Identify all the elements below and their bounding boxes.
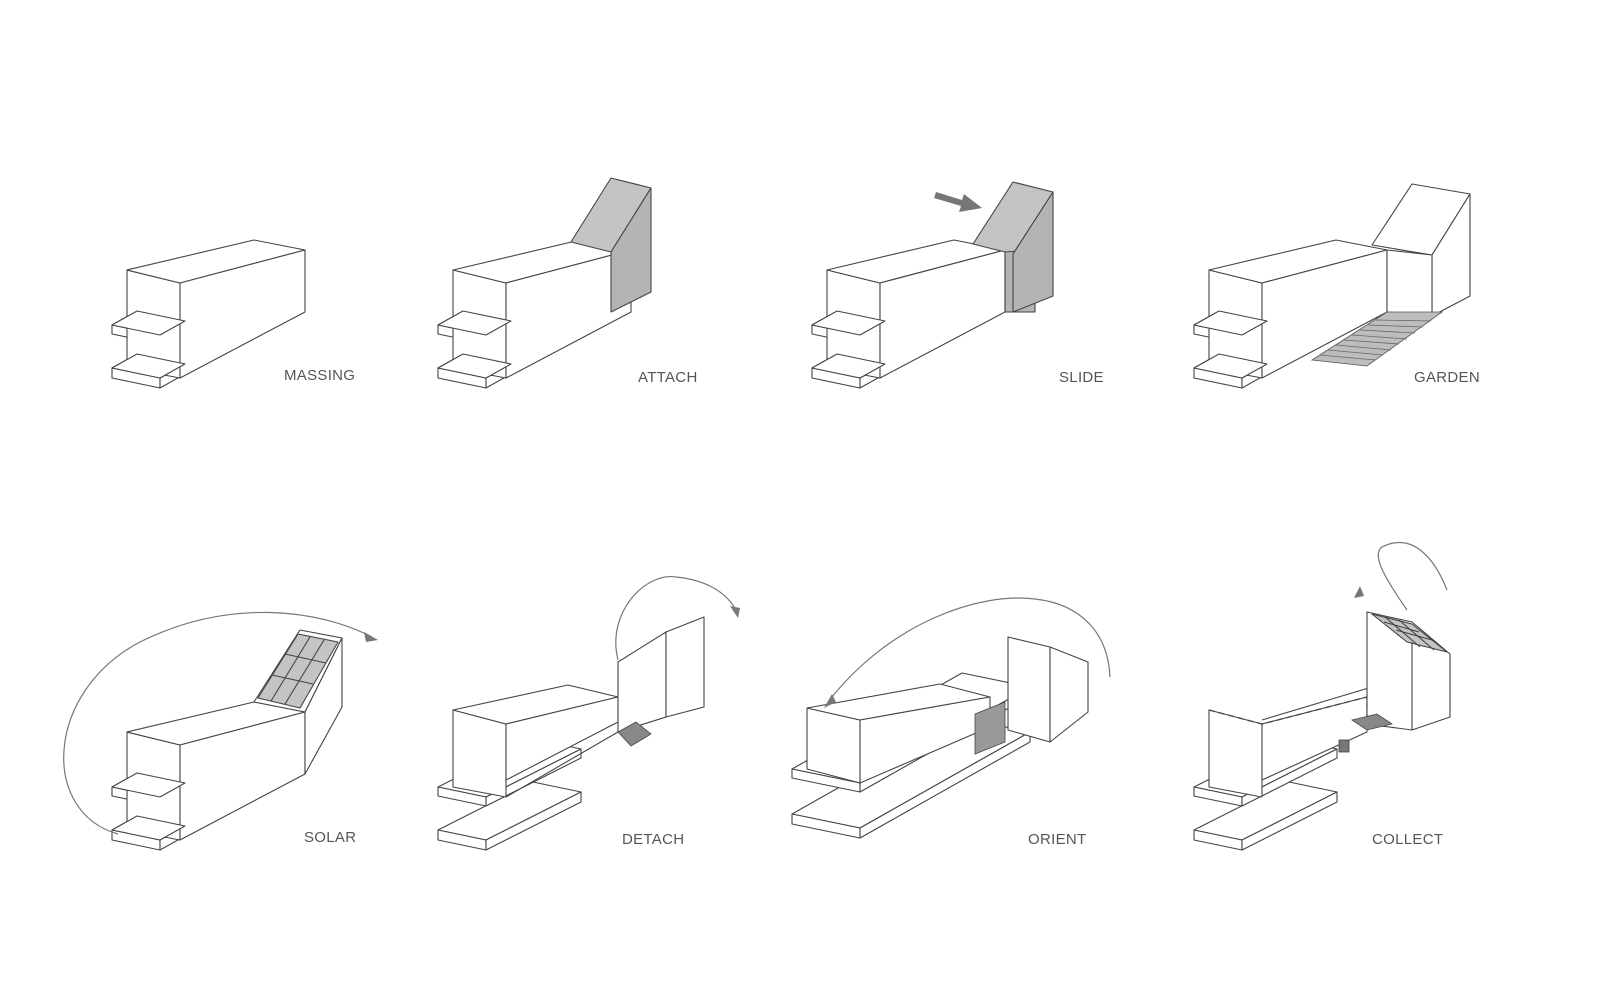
orient-arc [827,597,1111,703]
label-slide: SLIDE [1059,369,1104,386]
collect-arrowhead-icon [1354,586,1364,598]
orient-arrowhead-icon [824,694,836,708]
label-massing: MASSING [284,367,355,384]
sun-path-arc [63,611,373,835]
panel-garden: GARDEN [1193,183,1480,389]
orient-wall-side [1049,646,1089,743]
label-collect: COLLECT [1372,831,1443,848]
building-mass [111,239,306,389]
slide-arrow-icon [934,192,982,212]
panel-collect: COLLECT [1193,541,1451,851]
garden-volume-front [1386,249,1433,317]
solar-side [304,637,343,775]
solar-panel-lines [270,636,327,705]
slid-volume-side [1012,191,1054,313]
panel-attach: ATTACH [437,177,698,389]
building-mass [111,701,306,851]
label-detach: DETACH [622,831,684,848]
sun-path-arrowhead-icon [364,632,378,642]
short-block-front [452,709,507,798]
detached-wall [617,631,667,733]
collect-shadow [1351,713,1393,731]
panel-orient: ORIENT [791,597,1111,848]
building-mass [1193,239,1388,389]
label-orient: ORIENT [1028,831,1086,848]
panel-detach: DETACH [437,576,740,851]
panel-solar: SOLAR [63,611,378,851]
detached-wall-side [665,616,705,718]
detach-arc [615,576,737,661]
collect-arc [1377,541,1448,611]
orient-wall-front [1007,636,1051,743]
panel-slide: SLIDE [811,181,1104,389]
building-mass [437,239,632,389]
collect-block-front [1208,709,1263,798]
garden-hatch [1319,319,1432,361]
collect-panel-lines [1383,616,1435,651]
collect-tank [1338,739,1350,753]
building-mass [811,239,1006,389]
detach-arrowhead-icon [730,606,740,618]
panel-massing: MASSING [111,239,355,389]
label-attach: ATTACH [638,369,698,386]
detach-shadow [617,721,652,747]
garden-patch [1310,311,1444,367]
orient-hatch [974,701,1006,755]
attached-volume-side [610,187,652,313]
label-garden: GARDEN [1414,369,1480,386]
label-solar: SOLAR [304,829,356,846]
